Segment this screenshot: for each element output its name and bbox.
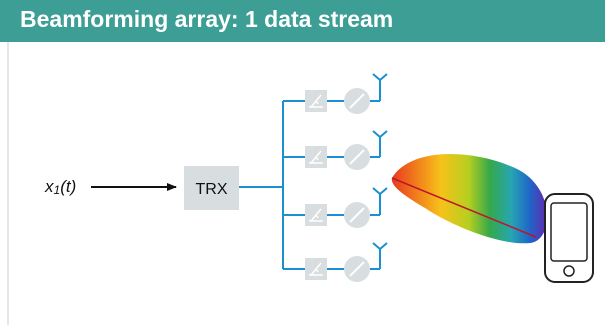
phase-shifter-icon (305, 90, 327, 112)
input-signal-subscript: 1 (54, 183, 61, 197)
input-signal-label: x1(t) (44, 177, 76, 197)
antenna-branch-4 (305, 242, 388, 282)
input-signal-argument: (t) (60, 177, 76, 196)
beam-axis (391, 177, 537, 238)
input-signal-name: x (44, 177, 54, 196)
amplifier-icon (344, 88, 370, 114)
antenna-icon (372, 130, 388, 157)
antenna-icon (372, 73, 388, 101)
phase-shifter-icon (305, 146, 327, 168)
page-title: Beamforming array: 1 data stream (20, 6, 394, 32)
amplifier-icon (344, 144, 370, 170)
beam-lobe-icon (391, 154, 548, 244)
title-bar: Beamforming array: 1 data stream (0, 0, 605, 42)
antenna-branch-1 (305, 73, 388, 114)
antenna-icon (372, 187, 388, 215)
antenna-icon (372, 242, 388, 269)
phase-shifter-icon (305, 258, 327, 280)
amplifier-icon (344, 256, 370, 282)
amplifier-icon (344, 202, 370, 228)
transceiver-label: TRX (196, 181, 228, 198)
phase-shifter-icon (305, 204, 327, 226)
antenna-branch-3 (305, 187, 388, 228)
antenna-branch-2 (305, 130, 388, 170)
feed-network (239, 100, 305, 270)
left-border-rule (7, 42, 9, 325)
transceiver-block: TRX (184, 166, 239, 210)
smartphone-icon (544, 193, 594, 283)
